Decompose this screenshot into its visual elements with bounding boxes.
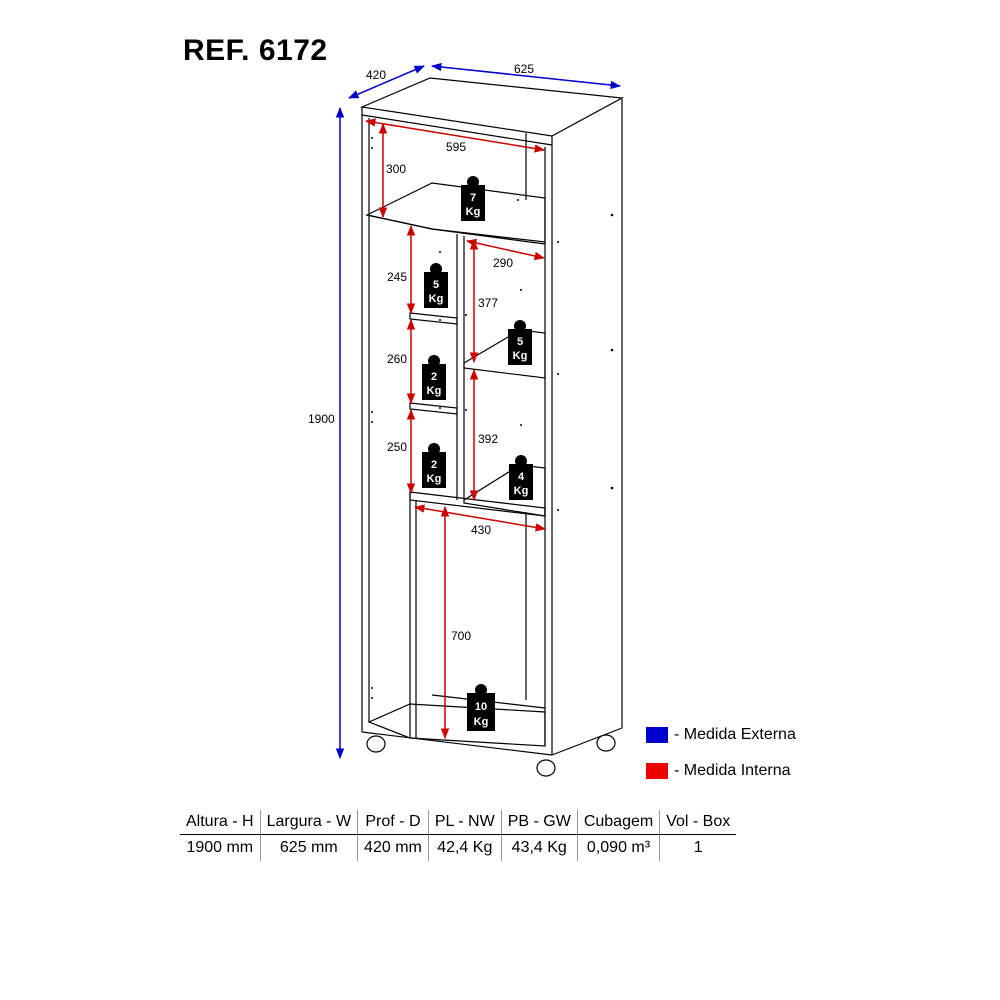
svg-text:Kg: Kg — [474, 716, 489, 728]
svg-text:2: 2 — [431, 459, 437, 471]
header-altura: Altura - H — [180, 810, 261, 835]
table-header-row: Altura - H Largura - W Prof - D PL - NW … — [180, 810, 737, 835]
internal-bottom-width-label: 430 — [471, 523, 491, 537]
svg-text:Kg: Kg — [466, 206, 481, 218]
wheels — [366, 734, 616, 777]
weight-tag: 2 Kg — [422, 443, 446, 488]
weight-tag: 5 Kg — [508, 320, 532, 365]
svg-text:10: 10 — [475, 701, 487, 713]
svg-text:Kg: Kg — [427, 473, 442, 485]
cell-prof: 420 mm — [357, 834, 429, 861]
svg-text:Kg: Kg — [427, 385, 442, 397]
weight-tag: 4 Kg — [509, 455, 533, 500]
header-largura: Largura - W — [259, 810, 358, 835]
external-depth-label: 420 — [366, 68, 386, 82]
internal-top-width-label: 595 — [446, 140, 466, 154]
cabinet-structure — [359, 77, 624, 756]
cell-pb: 43,4 Kg — [500, 834, 578, 861]
external-dimensions — [335, 62, 622, 760]
header-vol: Vol - Box — [659, 810, 737, 835]
cell-altura: 1900 mm — [186, 839, 254, 856]
table-row: 1900 mm 625 mm 420 mm 42,4 Kg 43,4 Kg 0,… — [180, 834, 737, 861]
legend-internal-label: - Medida Interna — [674, 762, 791, 779]
weight-tag: 2 Kg — [422, 355, 446, 400]
header-pb: PB - GW — [500, 810, 578, 835]
svg-text:Kg: Kg — [513, 350, 528, 362]
svg-text:Kg: Kg — [514, 485, 529, 497]
svg-text:5: 5 — [433, 279, 439, 291]
svg-text:7: 7 — [470, 192, 476, 204]
header-cubagem: Cubagem — [576, 810, 660, 835]
cell-largura: 625 mm — [259, 834, 358, 861]
internal-dimensions — [364, 118, 547, 740]
external-width-label: 625 — [514, 62, 534, 76]
legend-external: - Medida Externa — [646, 726, 796, 744]
internal-top-height-label: 300 — [386, 162, 406, 176]
svg-text:2: 2 — [431, 371, 437, 383]
reference-title: REF. 6172 — [183, 34, 328, 67]
spec-table: Altura - H Largura - W Prof - D PL - NW … — [180, 810, 737, 861]
legend-external-label: - Medida Externa — [674, 726, 796, 743]
weight-tag: 10 Kg — [467, 684, 495, 731]
cell-pl: 42,4 Kg — [427, 834, 502, 861]
legend-internal: - Medida Interna — [646, 762, 791, 780]
external-color-swatch — [646, 727, 668, 743]
cell-vol: 1 — [659, 834, 737, 861]
header-prof: Prof - D — [357, 810, 429, 835]
header-pl: PL - NW — [427, 810, 502, 835]
svg-text:4: 4 — [518, 471, 525, 483]
external-height-label: 1900 — [308, 412, 335, 426]
internal-left-h2-label: 260 — [387, 352, 407, 366]
internal-color-swatch — [646, 763, 668, 779]
cell-cubagem: 0,090 m³ — [576, 834, 660, 861]
internal-left-h1-label: 245 — [387, 270, 407, 284]
internal-left-h3-label: 250 — [387, 440, 407, 454]
internal-right-width-label: 290 — [493, 256, 513, 270]
svg-text:5: 5 — [517, 336, 523, 348]
svg-text:Kg: Kg — [429, 293, 444, 305]
internal-bottom-height-label: 700 — [451, 629, 471, 643]
weight-tag: 7 Kg — [461, 176, 485, 221]
weight-tag: 5 Kg — [424, 263, 448, 308]
pin-holes — [371, 137, 614, 699]
internal-right-lower-height-label: 392 — [478, 432, 498, 446]
internal-right-upper-height-label: 377 — [478, 296, 498, 310]
